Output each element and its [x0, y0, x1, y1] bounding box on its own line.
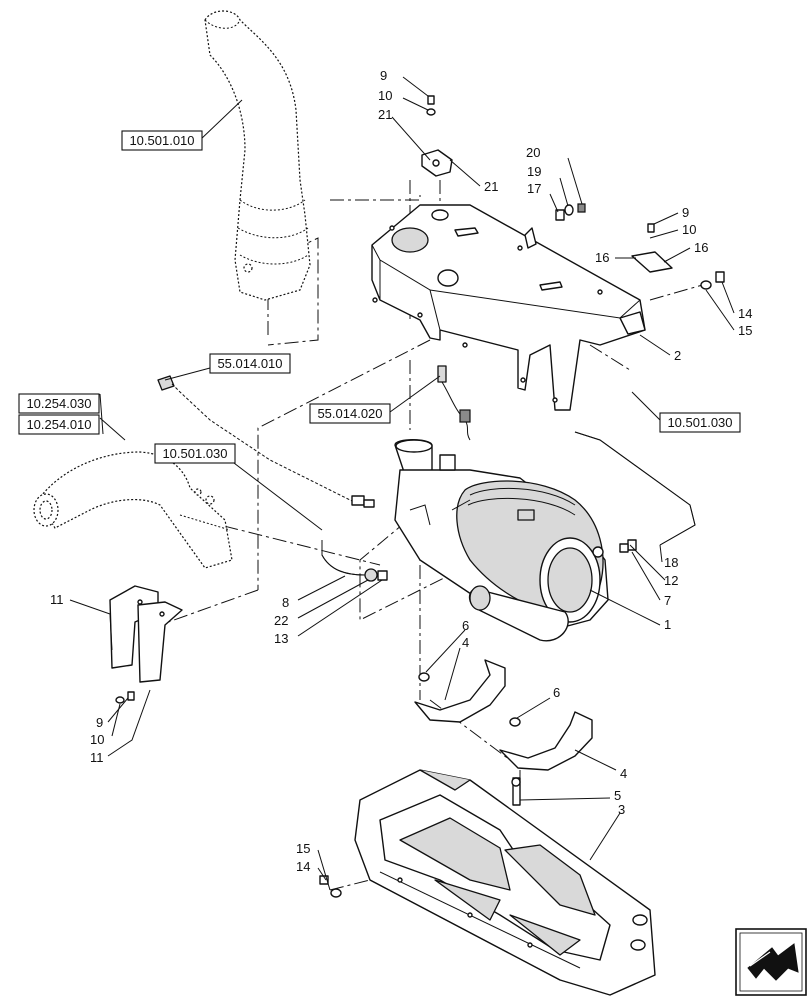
mounting-straps [414, 659, 593, 806]
callout-labels: 9 10 21 21 20 19 17 9 10 16 16 14 15 2 1… [50, 68, 752, 874]
top-bracket [421, 95, 453, 177]
callout-6: 6 [553, 685, 560, 700]
callout-8: 8 [282, 595, 289, 610]
reference-55-014-020[interactable]: 55.014.020 [309, 403, 391, 424]
sensor-tube [574, 431, 696, 553]
callout-9: 9 [682, 205, 689, 220]
sensor-harness-center [437, 365, 471, 441]
reference-label: 10.501.030 [162, 446, 227, 461]
reference-label: 10.254.030 [26, 396, 91, 411]
callout-4: 4 [462, 635, 469, 650]
reference-10-254-030[interactable]: 10.254.030 [18, 393, 100, 414]
reference-label: 10.254.010 [26, 417, 91, 432]
side-hardware [524, 203, 725, 290]
reference-label: 10.501.030 [667, 415, 732, 430]
reference-label: 10.501.010 [129, 133, 194, 148]
callout-15: 15 [738, 323, 752, 338]
reference-label: 55.014.010 [217, 356, 282, 371]
callout-3: 3 [618, 802, 625, 817]
callout-6: 6 [462, 618, 469, 633]
callout-20: 20 [526, 145, 540, 160]
leader-lines [69, 76, 735, 891]
callout-4: 4 [620, 766, 627, 781]
callout-11: 11 [90, 750, 104, 765]
callout-14: 14 [296, 859, 310, 874]
callout-19: 19 [527, 164, 541, 179]
reference-10-501-030-left[interactable]: 10.501.030 [154, 443, 236, 464]
callout-16: 16 [694, 240, 708, 255]
callout-9: 9 [380, 68, 387, 83]
callout-13: 13 [274, 631, 288, 646]
reference-10-254-010[interactable]: 10.254.010 [18, 414, 100, 435]
callout-12: 12 [664, 573, 678, 588]
support-tray [319, 769, 656, 996]
callout-18: 18 [664, 555, 678, 570]
lower-exhaust-pipe [33, 451, 233, 569]
brackets-11 [109, 585, 183, 704]
sensor-harness-left [157, 375, 375, 508]
callout-7: 7 [664, 593, 671, 608]
callout-14: 14 [738, 306, 752, 321]
aftertreatment-cover [371, 204, 646, 411]
callout-15: 15 [296, 841, 310, 856]
callout-5: 5 [614, 788, 621, 803]
reference-10-501-010[interactable]: 10.501.010 [121, 130, 203, 151]
left-tube [321, 540, 388, 582]
callout-11: 11 [50, 592, 64, 607]
aftertreatment-muffler [394, 439, 609, 642]
reference-label: 55.014.020 [317, 406, 382, 421]
upper-exhaust-pipe [204, 10, 311, 301]
callout-21: 21 [484, 179, 498, 194]
callout-2: 2 [674, 348, 681, 363]
callout-1: 1 [664, 617, 671, 632]
reference-10-501-030-right[interactable]: 10.501.030 [659, 412, 741, 433]
next-page-arrow-icon[interactable] [735, 928, 807, 996]
callout-21: 21 [378, 107, 392, 122]
callout-9: 9 [96, 715, 103, 730]
reference-55-014-010[interactable]: 55.014.010 [209, 353, 291, 374]
callout-10: 10 [378, 88, 392, 103]
callout-17: 17 [527, 181, 541, 196]
callout-22: 22 [274, 613, 288, 628]
callout-16: 16 [595, 250, 609, 265]
callout-10: 10 [90, 732, 104, 747]
callout-10: 10 [682, 222, 696, 237]
